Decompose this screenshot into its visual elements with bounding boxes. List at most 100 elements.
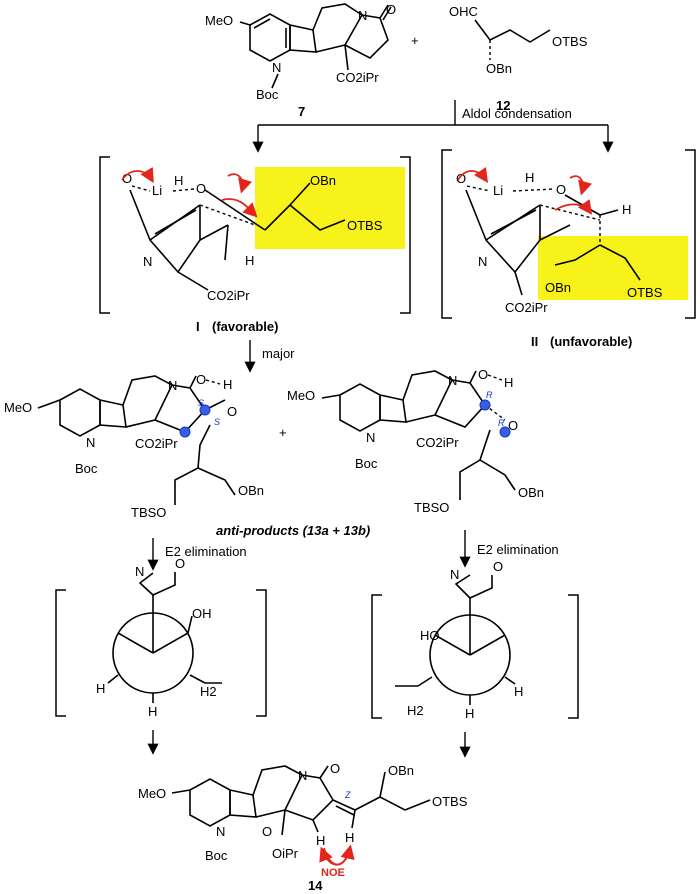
o-newman-left: O xyxy=(175,556,185,571)
compound-12-structure: OHC OTBS OBn xyxy=(449,4,588,76)
methoxy-13b: MeO xyxy=(287,388,315,403)
highlight-box-I xyxy=(255,167,405,249)
methoxy-label: MeO xyxy=(205,13,233,28)
hydroxyl-o-13b: O xyxy=(508,418,518,433)
lactam-nitrogen: N xyxy=(358,8,367,23)
noe-label: NOE xyxy=(321,867,345,879)
plus-sign-top: + xyxy=(411,33,419,48)
product-13a-structure: MeO O N H O S S N Boc CO2iPr TBSO OBn xyxy=(4,372,264,520)
newman-projection-right: HO H H H2 N O xyxy=(371,559,579,721)
compound-14-number: 14 xyxy=(308,878,323,893)
obn-label-II: OBn xyxy=(545,280,571,295)
obn-13b: OBn xyxy=(518,485,544,500)
nitrogen-II: N xyxy=(478,254,487,269)
ester-label-II: CO2iPr xyxy=(505,300,548,315)
ester-13a: CO2iPr xyxy=(135,436,178,451)
ch2-left: H2 xyxy=(200,684,217,699)
compound-7-structure: MeO O N N Boc CO2iPr xyxy=(205,2,396,102)
indole-nitrogen-13b: N xyxy=(366,430,375,445)
obn-label-12: OBn xyxy=(486,61,512,76)
ring-h-14: H xyxy=(316,833,325,848)
obn-13a: OBn xyxy=(238,483,264,498)
otbs-14: OTBS xyxy=(432,794,468,809)
hydrogen-I: H xyxy=(174,173,183,188)
lactam-oxygen-13a: O xyxy=(196,372,206,387)
ester-label: CO2iPr xyxy=(336,70,379,85)
hydrogen-13a: H xyxy=(223,377,232,392)
obn-label-I: OBn xyxy=(310,173,336,188)
boc-14: Boc xyxy=(205,848,228,863)
n-newman-right: N xyxy=(450,567,459,582)
ts-I-note: (favorable) xyxy=(212,319,278,334)
hydrogen-13b: H xyxy=(504,375,513,390)
highlight-box-II xyxy=(538,236,688,300)
e2-label-right: E2 elimination xyxy=(477,542,559,557)
methoxy-13a: MeO xyxy=(4,400,32,415)
ester-label-I: CO2iPr xyxy=(207,288,250,303)
lactam-nitrogen-13a: N xyxy=(168,378,177,393)
hydroxyl-o-13a: O xyxy=(227,404,237,419)
lactam-oxygen: O xyxy=(386,2,396,17)
otbs-label-I: OTBS xyxy=(347,218,383,233)
methoxy-14: MeO xyxy=(138,786,166,801)
h-bottom-left: H xyxy=(148,704,157,719)
aldehyde-oxygen-II: O xyxy=(556,182,566,197)
indole-nitrogen: N xyxy=(272,60,281,75)
ester-o-14: O xyxy=(262,824,272,839)
stereo-Z-14: Z xyxy=(344,790,351,800)
aldehyde-label: OHC xyxy=(449,4,478,19)
h-bottom-right: H xyxy=(465,706,474,721)
h-side-left: H xyxy=(96,681,105,696)
aldehyde-h-II: H xyxy=(622,202,631,217)
compound-7-number: 7 xyxy=(298,104,305,119)
lactam-nitrogen-14: N xyxy=(298,768,307,783)
n-newman-left: N xyxy=(135,564,144,579)
boc-13a: Boc xyxy=(75,461,98,476)
stereo-S-13a-1: S xyxy=(198,398,204,408)
product-13b-structure: MeO O N H O R R N Boc CO2iPr TBSO OBn xyxy=(287,367,544,515)
compound-12-number: 12 xyxy=(496,98,510,113)
aldol-condensation-label: Aldol condensation xyxy=(462,106,572,121)
lactam-oxygen-13b: O xyxy=(478,367,488,382)
ts-II-note: (unfavorable) xyxy=(550,334,632,349)
ts-I-label: I xyxy=(196,319,200,334)
obn-14: OBn xyxy=(388,763,414,778)
vinyl-h-14: H xyxy=(345,830,354,845)
transition-state-II: O Li H O H OBn OTBS N CO2iPr xyxy=(441,149,696,319)
aldehyde-h-I: H xyxy=(245,253,254,268)
otbs-label-II: OTBS xyxy=(627,285,663,300)
ch2-right: H2 xyxy=(407,703,424,718)
stereo-R-13b-1: R xyxy=(486,390,493,400)
stereo-S-13a-2: S xyxy=(214,417,220,427)
enolate-oxygen-I: O xyxy=(122,171,132,186)
lactam-nitrogen-13b: N xyxy=(448,373,457,388)
tbso-13a: TBSO xyxy=(131,505,166,520)
ts-II-label: II xyxy=(531,334,538,349)
o-newman-right: O xyxy=(493,559,503,574)
nitrogen-I: N xyxy=(143,254,152,269)
boc-label: Boc xyxy=(256,87,279,102)
otbs-label-12: OTBS xyxy=(552,34,588,49)
oh-left: OH xyxy=(192,606,212,621)
transition-state-I: O Li H O H OBn OTBS N CO2iPr xyxy=(99,156,411,314)
lactam-oxygen-14: O xyxy=(330,761,340,776)
boc-13b: Boc xyxy=(355,456,378,471)
tbso-13b: TBSO xyxy=(414,500,449,515)
ester-oipr-14: OiPr xyxy=(272,846,299,861)
ho-right: HO xyxy=(420,628,440,643)
ester-13b: CO2iPr xyxy=(416,435,459,450)
stereo-R-13b-2: R xyxy=(498,418,505,428)
hydrogen-II: H xyxy=(525,170,534,185)
e2-label-left: E2 elimination xyxy=(165,544,247,559)
anti-products-label: anti-products (13a + 13b) xyxy=(216,523,370,538)
lithium-I: Li xyxy=(152,183,162,198)
plus-sign-products: + xyxy=(279,425,287,440)
enolate-oxygen-II: O xyxy=(456,171,466,186)
indole-nitrogen-14: N xyxy=(216,824,225,839)
h-side-right: H xyxy=(514,684,523,699)
major-label: major xyxy=(262,346,295,361)
compound-14-structure: MeO O N Z OBn OTBS H H N Boc O OiPr NOE xyxy=(138,761,468,879)
aldehyde-oxygen-I: O xyxy=(196,181,206,196)
newman-projection-left: OH H H H2 N O xyxy=(55,556,267,719)
